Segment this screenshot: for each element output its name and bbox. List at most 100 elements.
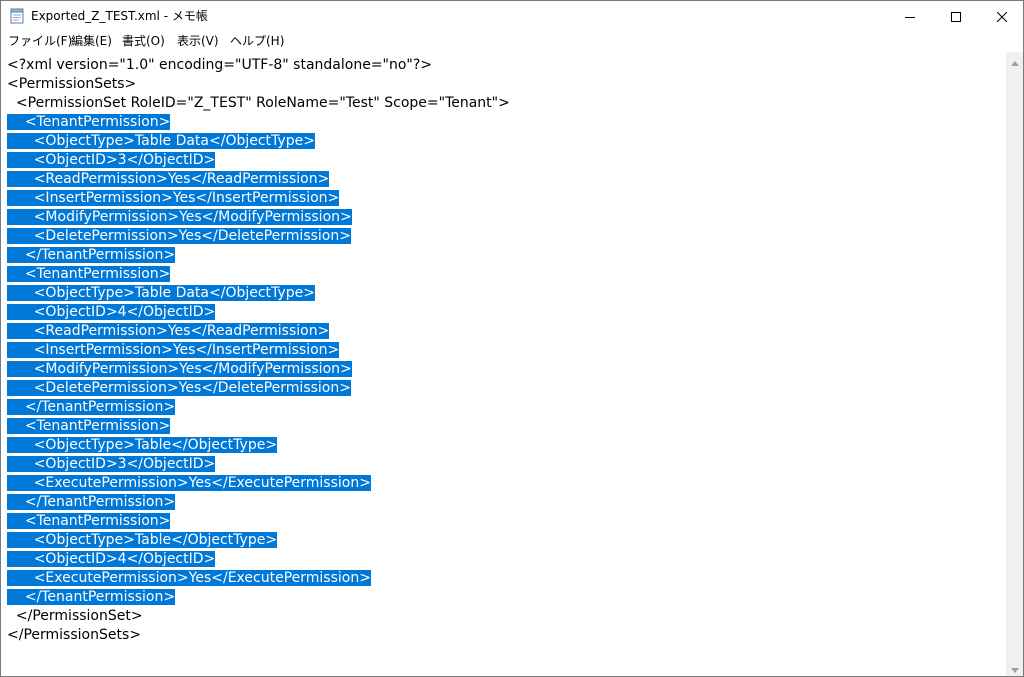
line-text: <DeletePermission>Yes</DeletePermission> (33, 228, 351, 244)
editor-line: <ObjectID>4</ObjectID> (7, 550, 216, 569)
editor-line: <ObjectType>Table</ObjectType> (7, 531, 278, 550)
scroll-down-arrow-icon (1010, 658, 1019, 676)
scroll-up-arrow-icon (1010, 51, 1019, 70)
editor-line: <ObjectID>3</ObjectID> (7, 455, 216, 474)
notepad-icon (10, 8, 24, 24)
editor-line: <ModifyPermission>Yes</ModifyPermission> (7, 360, 352, 379)
line-text: <ModifyPermission>Yes</ModifyPermission> (33, 209, 352, 225)
window-title: Exported_Z_TEST.xml - メモ帳 (31, 9, 208, 23)
line-text: <TenantPermission> (24, 418, 171, 434)
line-indent (7, 513, 25, 529)
line-text: <ObjectType>Table Data</ObjectType> (33, 285, 315, 301)
line-indent (7, 589, 25, 605)
line-indent (7, 266, 25, 282)
line-text: <ExecutePermission>Yes</ExecutePermissio… (33, 570, 371, 586)
editor-line: <ReadPermission>Yes</ReadPermission> (7, 170, 330, 189)
editor-line: <ExecutePermission>Yes</ExecutePermissio… (7, 474, 371, 493)
line-text: </PermissionSet> (15, 608, 143, 624)
line-text: </TenantPermission> (24, 399, 176, 415)
line-text: <InsertPermission>Yes</InsertPermission> (33, 190, 340, 206)
editor-line: </TenantPermission> (7, 398, 176, 417)
line-text: </TenantPermission> (24, 589, 176, 605)
line-indent (7, 570, 34, 586)
editor-line: <PermissionSets> (7, 75, 136, 94)
line-text: <InsertPermission>Yes</InsertPermission> (33, 342, 340, 358)
editor-line: <ObjectID>4</ObjectID> (7, 303, 216, 322)
maximize-button[interactable] (933, 1, 979, 31)
line-text: <ObjectID>3</ObjectID> (33, 152, 216, 168)
menu-bar: ファイル(F) 編集(E) 書式(O) 表示(V) ヘルプ(H) (1, 31, 1023, 51)
line-text: <ExecutePermission>Yes</ExecutePermissio… (33, 475, 371, 491)
editor-line: <InsertPermission>Yes</InsertPermission> (7, 341, 340, 360)
menu-view[interactable]: 表示(V) (177, 34, 219, 48)
minimize-button[interactable] (887, 1, 933, 31)
line-text: <?xml version="1.0" encoding="UTF-8" sta… (7, 57, 433, 73)
close-button[interactable] (979, 1, 1023, 31)
editor-line: <ObjectID>3</ObjectID> (7, 151, 216, 170)
line-text: <DeletePermission>Yes</DeletePermission> (33, 380, 351, 396)
line-indent (7, 133, 34, 149)
line-text: <ObjectType>Table Data</ObjectType> (33, 133, 315, 149)
editor-line: </TenantPermission> (7, 588, 176, 607)
line-indent (7, 247, 25, 263)
vertical-scrollbar[interactable] (1006, 52, 1023, 676)
line-text: <ObjectType>Table</ObjectType> (33, 532, 278, 548)
line-text: </TenantPermission> (24, 247, 176, 263)
line-text: </PermissionSets> (7, 627, 141, 643)
line-text: <ReadPermission>Yes</ReadPermission> (33, 323, 330, 339)
editor-line: <ObjectType>Table Data</ObjectType> (7, 284, 315, 303)
close-icon (996, 7, 1008, 26)
editor-line: <ReadPermission>Yes</ReadPermission> (7, 322, 330, 341)
editor-line: <TenantPermission> (7, 265, 171, 284)
line-indent (7, 608, 16, 624)
menu-help[interactable]: ヘルプ(H) (230, 34, 285, 48)
title-bar[interactable]: Exported_Z_TEST.xml - メモ帳 (1, 1, 1023, 31)
line-indent (7, 190, 34, 206)
minimize-icon (905, 7, 915, 26)
editor-line: <TenantPermission> (7, 113, 171, 132)
line-indent (7, 152, 34, 168)
line-indent (7, 380, 34, 396)
line-indent (7, 285, 34, 301)
line-indent (7, 95, 16, 111)
line-indent (7, 551, 34, 567)
line-indent (7, 418, 25, 434)
scroll-up-button[interactable] (1006, 52, 1023, 69)
editor-line: </TenantPermission> (7, 493, 176, 512)
line-text: <ObjectID>4</ObjectID> (33, 551, 216, 567)
line-indent (7, 171, 34, 187)
line-text: <PermissionSets> (7, 76, 137, 92)
line-indent (7, 456, 34, 472)
editor-line: <DeletePermission>Yes</DeletePermission> (7, 227, 351, 246)
editor-line: <InsertPermission>Yes</InsertPermission> (7, 189, 340, 208)
editor-line: <ExecutePermission>Yes</ExecutePermissio… (7, 569, 371, 588)
line-text: <ObjectID>3</ObjectID> (33, 456, 216, 472)
editor-line: <DeletePermission>Yes</DeletePermission> (7, 379, 351, 398)
line-indent (7, 304, 34, 320)
editor-line: <ObjectType>Table Data</ObjectType> (7, 132, 315, 151)
menu-file[interactable]: ファイル(F) (8, 34, 73, 48)
menu-format[interactable]: 書式(O) (122, 34, 165, 48)
editor-line: <TenantPermission> (7, 417, 171, 436)
line-indent (7, 361, 34, 377)
editor-line: <TenantPermission> (7, 512, 171, 531)
editor-line: </PermissionSets> (7, 626, 141, 645)
line-text: <ObjectID>4</ObjectID> (33, 304, 216, 320)
text-editor-area[interactable]: <?xml version="1.0" encoding="UTF-8" sta… (1, 52, 1006, 676)
line-text: <ModifyPermission>Yes</ModifyPermission> (33, 361, 352, 377)
scroll-down-button[interactable] (1006, 659, 1023, 676)
line-indent (7, 209, 34, 225)
line-text: <TenantPermission> (24, 266, 171, 282)
line-indent (7, 342, 34, 358)
editor-line: <ObjectType>Table</ObjectType> (7, 436, 278, 455)
line-text: <PermissionSet RoleID="Z_TEST" RoleName=… (15, 95, 510, 111)
editor-line: <PermissionSet RoleID="Z_TEST" RoleName=… (7, 94, 510, 113)
line-indent (7, 114, 25, 130)
line-indent (7, 494, 25, 510)
menu-edit[interactable]: 編集(E) (71, 34, 112, 48)
line-indent (7, 437, 34, 453)
line-text: <TenantPermission> (24, 114, 171, 130)
maximize-icon (951, 7, 961, 26)
editor-line: </TenantPermission> (7, 246, 176, 265)
line-indent (7, 399, 25, 415)
